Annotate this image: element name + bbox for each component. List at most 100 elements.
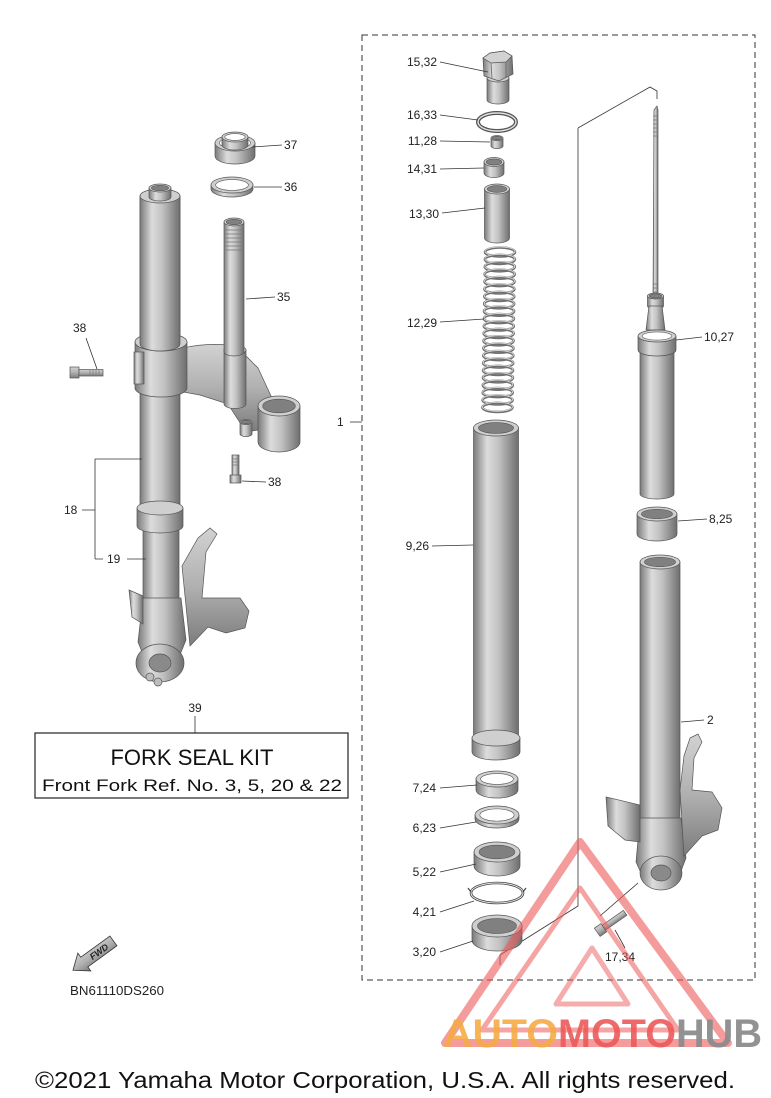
leader-line bbox=[439, 784, 478, 789]
part-38-upper-bolt bbox=[69, 366, 104, 379]
center-column-parts bbox=[467, 50, 527, 952]
watermark-triangle-outer bbox=[441, 838, 732, 1047]
cylinder-bore bbox=[480, 773, 514, 785]
watermark-logo: AUTO MOTO HUB bbox=[441, 838, 762, 1056]
cylinder-bore bbox=[262, 398, 296, 414]
callout-18: 18 bbox=[64, 503, 78, 517]
leader-line bbox=[439, 900, 475, 913]
callout-9-26: 9,26 bbox=[406, 539, 430, 553]
kit-subtitle: Front Fork Ref. No. 3, 5, 20 & 22 bbox=[42, 776, 342, 795]
part-4-21-drawing bbox=[467, 881, 527, 905]
watermark-triangle-inner bbox=[479, 885, 681, 1033]
part-7-24-drawing bbox=[475, 770, 519, 799]
cylinder-bore bbox=[215, 179, 249, 191]
leader-line bbox=[241, 480, 267, 483]
cylinder-bore bbox=[224, 133, 246, 141]
cylinder-body bbox=[134, 341, 188, 398]
leader-line bbox=[441, 207, 486, 214]
part-13-30-drawing bbox=[484, 183, 510, 244]
rod-shoulder bbox=[645, 305, 666, 331]
part-15-32-drawing bbox=[482, 50, 514, 105]
cylinder-bore bbox=[648, 293, 663, 299]
fwd-arrow-icon: FWD bbox=[72, 935, 118, 972]
cylinder-body bbox=[486, 77, 510, 105]
pinch-bolt-head bbox=[153, 677, 163, 687]
watermark-text-moto: MOTO bbox=[558, 1012, 676, 1056]
callout-36: 36 bbox=[284, 180, 298, 194]
bracket-bolt-boss bbox=[239, 419, 253, 437]
cylinder-bore bbox=[486, 185, 508, 193]
kit-title: FORK SEAL KIT bbox=[110, 745, 273, 770]
callout-1: 1 bbox=[337, 415, 344, 429]
pinch-bolt-head bbox=[145, 672, 155, 682]
leader-line bbox=[439, 821, 477, 829]
axle-bore bbox=[148, 653, 172, 673]
leader-line bbox=[245, 296, 276, 300]
clamp-pinch-boss bbox=[133, 351, 145, 385]
callout-4-21: 4,21 bbox=[413, 905, 437, 919]
leader-line bbox=[675, 336, 703, 341]
part-2-side-mount bbox=[605, 796, 641, 843]
callout-6-23: 6,23 bbox=[413, 821, 437, 835]
part-2-drawing bbox=[639, 554, 681, 838]
stem-threads bbox=[224, 229, 244, 251]
damper-rod bbox=[652, 105, 659, 301]
cylinder-bore bbox=[485, 158, 503, 166]
callout-13-30: 13,30 bbox=[409, 207, 439, 221]
callout-8-25: 8,25 bbox=[709, 512, 733, 526]
part-8-25-drawing bbox=[636, 506, 678, 542]
leader-line bbox=[251, 144, 283, 148]
leader-line bbox=[85, 337, 98, 370]
callout-38-upper: 38 bbox=[73, 321, 87, 335]
callout-12-29: 12,29 bbox=[407, 316, 437, 330]
cylinder-body bbox=[639, 561, 681, 838]
callout-16-33: 16,33 bbox=[407, 108, 437, 122]
assembly-dashed-frame bbox=[361, 34, 756, 981]
part-9-26-drawing bbox=[473, 419, 519, 759]
cylinder-bore bbox=[641, 331, 673, 341]
leader-line bbox=[439, 114, 479, 121]
callout-11-28: 11,28 bbox=[408, 134, 437, 148]
center-leaders bbox=[431, 61, 491, 953]
part-11-28-drawing bbox=[490, 135, 504, 149]
cylinder-bore bbox=[492, 136, 502, 141]
callout-38-lower: 38 bbox=[268, 475, 282, 489]
part-12-29-spring bbox=[481, 246, 517, 414]
watermark-text-hub: HUB bbox=[676, 1012, 762, 1056]
cylinder-bore bbox=[241, 419, 251, 424]
part-10-27-collar bbox=[637, 329, 677, 357]
leader-line bbox=[439, 167, 485, 170]
leader-line bbox=[614, 929, 626, 949]
side-mount bbox=[128, 589, 144, 625]
part-6-23-drawing bbox=[474, 805, 520, 829]
leader-line bbox=[677, 518, 708, 522]
cylinder-body bbox=[484, 188, 510, 244]
part-2-caliper-arm bbox=[679, 733, 723, 857]
callout-37: 37 bbox=[284, 138, 298, 152]
part-37-top-boss bbox=[221, 131, 249, 151]
cylinder-body bbox=[223, 221, 245, 357]
part-38-lower-bolt bbox=[229, 454, 242, 484]
bracket-ring bbox=[257, 395, 301, 453]
cylinder-body bbox=[473, 427, 519, 759]
cylinder-top bbox=[471, 729, 521, 747]
caliper-mount-arm bbox=[181, 527, 250, 647]
cylinder-top bbox=[136, 500, 184, 516]
fork-cap bbox=[148, 183, 172, 202]
leader-line bbox=[439, 318, 485, 323]
copyright-notice: ©2021 Yamaha Motor Corporation, U.S.A. A… bbox=[35, 1067, 735, 1093]
callout-14-31: 14,31 bbox=[407, 162, 437, 176]
part-10-27-drawing bbox=[639, 340, 675, 500]
left-leaders bbox=[82, 144, 283, 733]
cylinder-bore bbox=[641, 508, 673, 520]
cylinder-bore bbox=[478, 422, 514, 434]
cylinder-bore bbox=[479, 808, 515, 822]
fork-tube-upper-segment bbox=[139, 188, 181, 352]
part-36-drawing bbox=[210, 176, 254, 198]
callout-10-27: 10,27 bbox=[704, 330, 734, 344]
cylinder-bore bbox=[477, 918, 517, 934]
callout-15-32: 15,32 bbox=[407, 55, 437, 69]
fork-collar bbox=[136, 500, 184, 534]
cylinder-body bbox=[142, 524, 180, 611]
